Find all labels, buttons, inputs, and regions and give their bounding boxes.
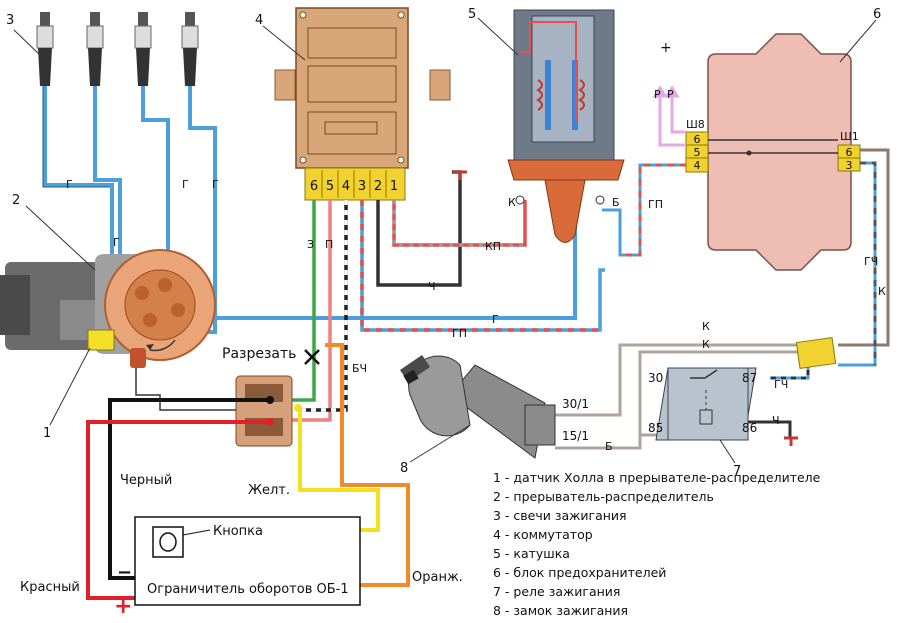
legend: 1 - датчик Холла в прерывателе-распредел…: [493, 468, 893, 620]
svg-text:+: +: [660, 40, 672, 56]
svg-text:З: З: [307, 238, 314, 251]
svg-text:6: 6: [310, 179, 318, 194]
ignition-lock: 30/1 15/1: [400, 355, 589, 459]
wire-code-labels: Г Г Г Г Г ГП КП Ч З П БЧ К Б ГП ГЧ К К К…: [66, 40, 886, 453]
callout-1: 1: [43, 426, 51, 441]
callout-4: 4: [255, 13, 263, 28]
legend-item: 1 - датчик Холла в прерывателе-распредел…: [493, 470, 821, 485]
hv-wire-outline: [42, 86, 110, 188]
red-wire-label: Красный: [20, 580, 80, 595]
ignition-relay: 30 87 85 86: [648, 367, 757, 441]
svg-text:5: 5: [326, 179, 334, 194]
cut-label: Разрезать: [222, 346, 297, 362]
svg-text:Б: Б: [612, 196, 620, 209]
limiter-title: Ограничитель оборотов ОБ-1: [147, 582, 349, 597]
ignition-coil: [507, 9, 625, 243]
cut-mark: [304, 349, 320, 365]
svg-text:4: 4: [694, 159, 701, 172]
fuse-block: 6 5 4 6 3: [685, 33, 861, 271]
junction-connector: [795, 337, 837, 369]
legend-item: 6 - блок предохранителей: [493, 565, 667, 580]
spark-plug-2: [86, 12, 104, 86]
svg-text:Р: Р: [667, 88, 674, 101]
svg-text:Ш8: Ш8: [686, 118, 705, 131]
black-wire-label: Черный: [120, 473, 173, 488]
hall-connector: [135, 368, 293, 447]
svg-text:КП: КП: [485, 240, 501, 253]
svg-text:87: 87: [742, 371, 757, 385]
svg-text:Г: Г: [66, 178, 73, 191]
svg-text:ГП: ГП: [648, 198, 663, 211]
svg-text:Ч: Ч: [772, 414, 780, 427]
distributor: [0, 249, 216, 368]
svg-text:П: П: [325, 238, 333, 251]
callout-2: 2: [12, 193, 20, 208]
svg-text:30: 30: [648, 371, 663, 385]
ground-symbol: [453, 170, 467, 180]
svg-text:3: 3: [358, 179, 366, 194]
legend-item: 3 - свечи зажигания: [493, 508, 627, 523]
svg-text:Ш1: Ш1: [840, 130, 859, 143]
svg-text:ГП: ГП: [452, 327, 467, 340]
rpm-limiter: [134, 516, 361, 606]
svg-text:Г: Г: [182, 178, 189, 191]
legend-item: 8 - замок зажигания: [493, 603, 629, 618]
legend-item: 5 - катушка: [493, 546, 570, 561]
spark-plug-4: [181, 12, 199, 86]
hall-sensor: [87, 329, 115, 351]
ground-symbol-relay: [784, 436, 798, 446]
button-label: Кнопка: [213, 524, 264, 539]
commutator-wires: [270, 170, 605, 422]
legend-item: 2 - прерыватель-распределитель: [493, 489, 714, 504]
svg-text:Г: Г: [212, 178, 219, 191]
callout-6: 6: [873, 7, 881, 22]
callout-8: 8: [400, 461, 408, 476]
power-wires: [555, 88, 890, 450]
spark-plug-3: [134, 12, 152, 86]
svg-text:5: 5: [694, 146, 701, 159]
wire-junction-dots: [266, 396, 302, 426]
callout-7: 7: [733, 464, 741, 479]
spark-plugs: [36, 12, 199, 86]
svg-text:К: К: [878, 285, 886, 298]
svg-text:Б: Б: [605, 440, 613, 453]
svg-text:ГЧ: ГЧ: [774, 378, 788, 391]
callout-lines: [13, 17, 877, 464]
legend-item: 7 - реле зажигания: [493, 584, 621, 599]
svg-text:3: 3: [846, 159, 853, 172]
yellow-wire-label: Желт.: [248, 483, 291, 498]
svg-text:85: 85: [648, 421, 663, 435]
callout-5: 5: [468, 7, 476, 22]
svg-text:30/1: 30/1: [562, 397, 589, 411]
svg-text:Ч: Ч: [428, 280, 436, 293]
svg-text:4: 4: [342, 179, 350, 194]
svg-text:1: 1: [390, 179, 398, 194]
legend-item: 4 - коммутатор: [493, 527, 593, 542]
svg-text:2: 2: [374, 179, 382, 194]
svg-text:К: К: [508, 196, 516, 209]
svg-text:Г: Г: [113, 236, 120, 249]
svg-text:6: 6: [694, 133, 701, 146]
svg-text:6: 6: [846, 146, 853, 159]
svg-text:Р: Р: [654, 88, 661, 101]
orange-wire-label: Оранж.: [412, 570, 463, 585]
svg-text:Г: Г: [492, 313, 499, 326]
arrows-r: [652, 85, 680, 98]
svg-text:БЧ: БЧ: [352, 362, 367, 375]
limiter-plus: +: [114, 594, 132, 619]
spark-plug-1: [36, 12, 54, 86]
svg-text:К: К: [702, 338, 710, 351]
svg-text:ГЧ: ГЧ: [864, 255, 878, 268]
limiter-minus: −: [117, 562, 132, 583]
commutator-pin-labels: 6 5 4 3 2 1: [310, 179, 398, 194]
callout-3: 3: [6, 13, 14, 28]
svg-text:86: 86: [742, 421, 757, 435]
commutator: 6 5 4 3 2 1: [274, 7, 451, 201]
svg-text:15/1: 15/1: [562, 429, 589, 443]
svg-text:К: К: [702, 320, 710, 333]
